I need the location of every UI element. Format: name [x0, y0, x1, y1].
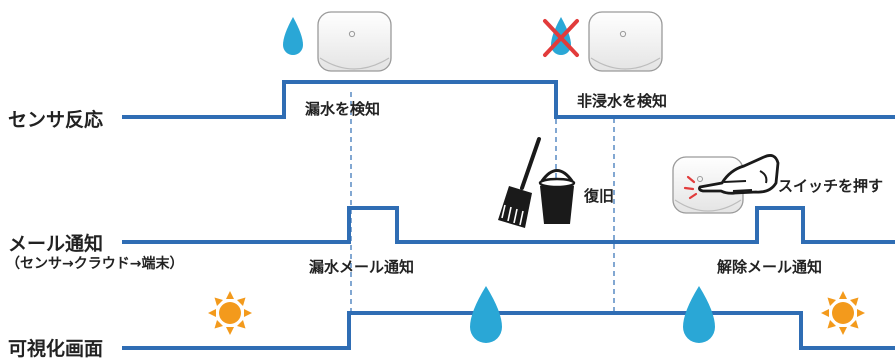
- event-label-leak-mail: 漏水メール通知: [309, 258, 415, 276]
- event-label-recovery: 復旧: [584, 187, 615, 205]
- event-label-release-mail: 解除メール通知: [717, 258, 823, 276]
- sensor-signal-line: [122, 80, 895, 119]
- water-drop-icon: [470, 286, 502, 343]
- bucket-icon: [538, 169, 576, 224]
- water-drop-icon: [283, 17, 303, 55]
- sensor-device-icon: [588, 11, 663, 72]
- event-label-leak-detect: 漏水を検知: [305, 100, 381, 118]
- row-label-mail: メール通知: [8, 233, 104, 255]
- event-label-press-switch: スイッチを押す: [778, 177, 884, 195]
- hand-press-icon: [683, 154, 780, 200]
- mail-signal-line: [122, 206, 895, 244]
- sun-icon: [821, 291, 865, 335]
- broom-icon: [498, 137, 541, 228]
- sun-icon: [208, 291, 252, 335]
- no-water-icon: [543, 17, 579, 57]
- dashed-guides: [350, 92, 615, 312]
- row-label-sensor: センサ反応: [8, 109, 104, 131]
- row-sublabel-mail: （センサ→クラウド→端末）: [6, 256, 184, 272]
- visual-signal-line: [122, 311, 895, 350]
- row-label-visual: 可視化画面: [8, 338, 104, 360]
- sensor-device-icon: [317, 11, 392, 72]
- water-drop-icon: [683, 286, 715, 343]
- event-label-no-leak-detect: 非浸水を検知: [577, 92, 668, 110]
